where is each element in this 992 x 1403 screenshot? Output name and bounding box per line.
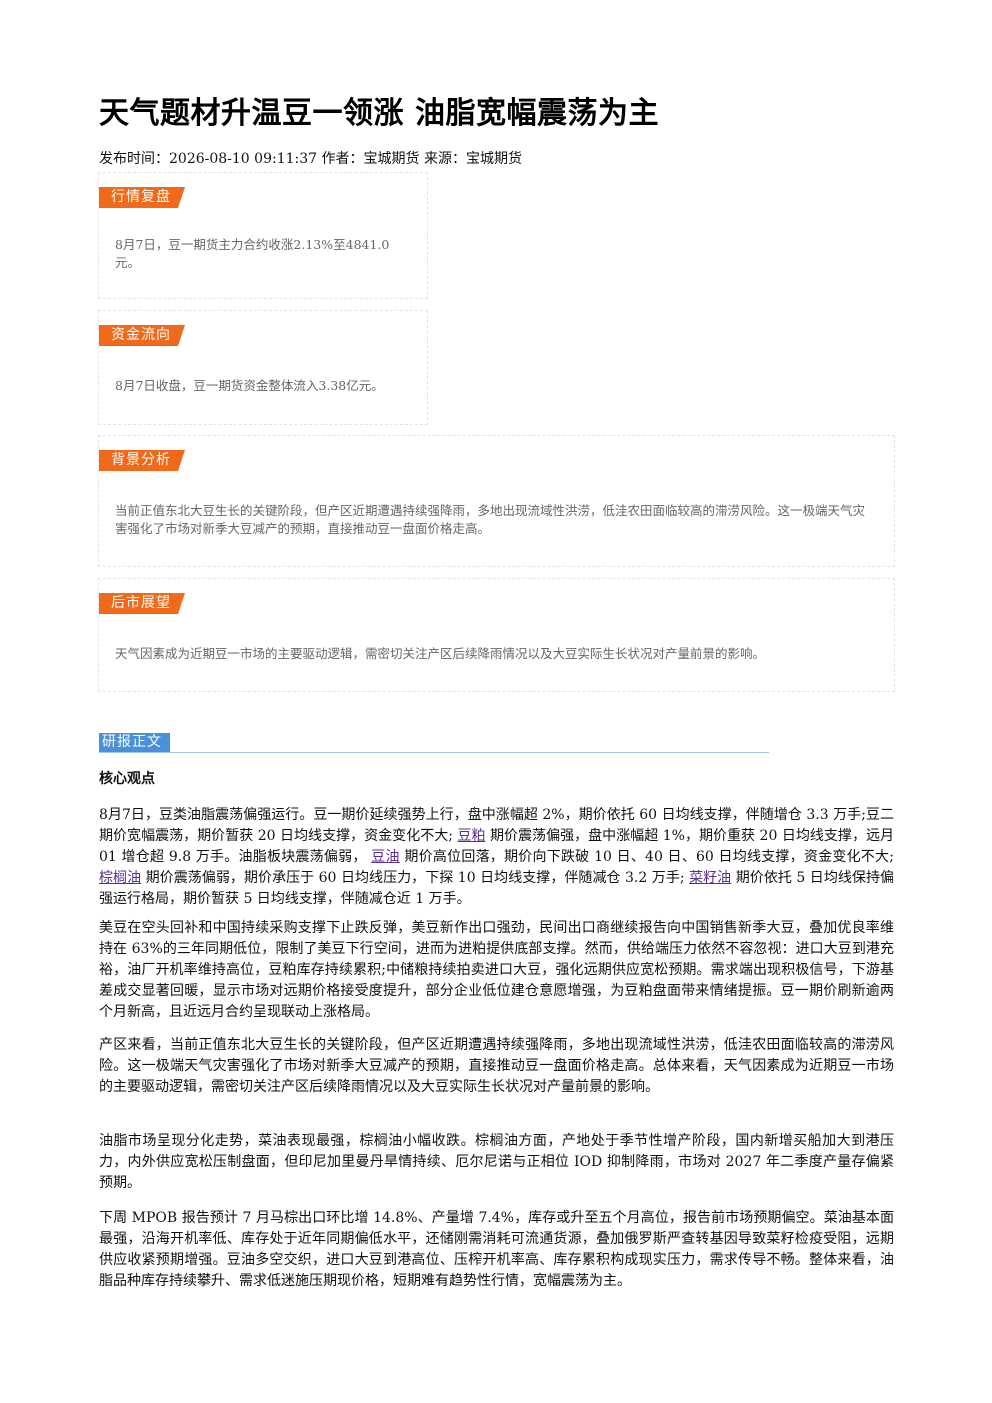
market-review-box: 行情复盘 8月7日，豆一期货主力合约收涨2.13%至4841.0元。 bbox=[98, 172, 428, 299]
capital-flow-tag: 资金流向 bbox=[99, 325, 185, 346]
market-review-tag: 行情复盘 bbox=[99, 187, 185, 208]
p1-text-b: 期价震荡偏强，盘中涨幅超 1%，期价重获 20 日均线支撑，远月 01 增仓超 … bbox=[99, 828, 894, 865]
report-paragraph-1: 8月7日，豆类油脂震荡偏强运行。豆一期价延续强势上行，盘中涨幅超 2%，期价依托… bbox=[99, 805, 894, 910]
page-title: 天气题材升温豆一领涨 油脂宽幅震荡为主 bbox=[99, 96, 659, 131]
p1-text-c: 期价高位回落，期价向下跌破 10 日、40 日、60 日均线支撑，资金变化不大; bbox=[399, 849, 894, 865]
capital-flow-box: 资金流向 8月7日收盘，豆一期货资金整体流入3.38亿元。 bbox=[98, 310, 428, 425]
link-rapeseed-oil[interactable]: 菜籽油 bbox=[689, 870, 732, 886]
p1-text-a: 8月7日，豆类油脂震荡偏强运行。豆一期价延续强势上行，盘中涨幅超 2%，期价依托… bbox=[99, 807, 894, 844]
background-tag: 背景分析 bbox=[99, 450, 185, 471]
link-palm-oil[interactable]: 棕榈油 bbox=[99, 870, 142, 886]
background-box: 背景分析 当前正值东北大豆生长的关键阶段，但产区近期遭遇持续强降雨，多地出现流域… bbox=[98, 435, 895, 567]
report-paragraph-4: 油脂市场呈现分化走势，菜油表现最强，棕榈油小幅收跌。棕榈油方面，产地处于季节性增… bbox=[99, 1133, 894, 1191]
publish-meta: 发布时间：2026-08-10 09:11:37 作者：宝城期货 来源：宝城期货 bbox=[99, 151, 522, 167]
link-soyoil[interactable]: 豆油 bbox=[371, 849, 400, 865]
outlook-text: 天气因素成为近期豆一市场的主要驱动逻辑，需密切关注产区后续降雨情况以及大豆实际生… bbox=[115, 646, 766, 661]
capital-flow-text: 8月7日收盘，豆一期货资金整体流入3.38亿元。 bbox=[115, 378, 384, 393]
report-paragraph-3: 产区来看，当前正值东北大豆生长的关键阶段，但产区近期遭遇持续强降雨，多地出现流域… bbox=[99, 1037, 894, 1095]
report-paragraph-5: 下周 MPOB 报告预计 7 月马棕出口环比增 14.8%、产量增 7.4%，库… bbox=[99, 1210, 894, 1289]
report-paragraph-2: 美豆在空头回补和中国持续采购支撑下止跌反弹，美豆新作出口强劲，民间出口商继续报告… bbox=[99, 920, 894, 1020]
market-review-text: 8月7日，豆一期货主力合约收涨2.13%至4841.0元。 bbox=[115, 237, 390, 270]
outlook-tag: 后市展望 bbox=[99, 593, 185, 614]
core-view-title: 核心观点 bbox=[99, 771, 155, 787]
p1-text-e: 期价依托 5 日均线保持偏强运行格局，期价暂获 5 日均线支撑，伴随减仓近 1 … bbox=[99, 870, 895, 907]
link-soymeal[interactable]: 豆粕 bbox=[457, 828, 486, 844]
report-section-tag: 研报正文 bbox=[99, 733, 170, 752]
p1-text-d: 期价震荡偏弱，期价承压于 60 日均线压力，下探 10 日均线支撑，伴随减仓 3… bbox=[141, 870, 690, 886]
report-section-header: 研报正文 bbox=[99, 733, 769, 753]
background-text: 当前正值东北大豆生长的关键阶段，但产区近期遭遇持续强降雨，多地出现流域性洪涝，低… bbox=[115, 503, 866, 536]
outlook-box: 后市展望 天气因素成为近期豆一市场的主要驱动逻辑，需密切关注产区后续降雨情况以及… bbox=[98, 578, 895, 692]
